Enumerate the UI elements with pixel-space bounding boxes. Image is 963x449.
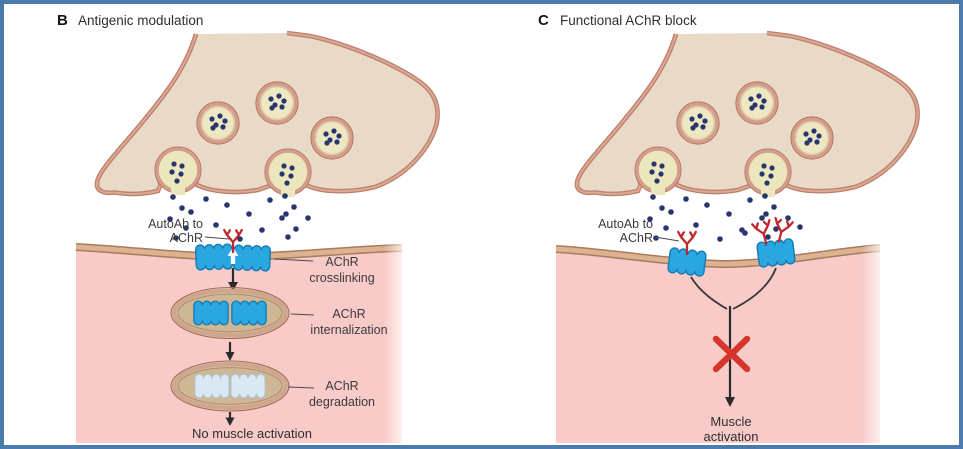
leader-line (654, 236, 680, 242)
achr-receptor (755, 237, 797, 269)
degradation-label-line1: AChR (325, 379, 358, 393)
endosome-internalization (170, 286, 290, 340)
leader-line (273, 258, 314, 262)
ach-dot-icon (797, 224, 803, 230)
panel-b-outcome-label: No muscle activation (192, 426, 312, 441)
panel-c-outcome-line2: activation (704, 429, 759, 444)
autoab-label-line1: AutoAb to (598, 217, 653, 231)
muscle-membrane-inner (555, 245, 881, 267)
nerve-terminal (97, 33, 438, 197)
panel-c-outcome-line1: Muscle (710, 414, 751, 429)
blocked-cross-icon (712, 335, 751, 373)
ach-release-dots (647, 193, 791, 242)
down-arrowhead (725, 397, 735, 407)
down-arrowhead (225, 417, 235, 426)
panel-c-letter: C (538, 12, 549, 29)
autoab-label-line1: AutoAb to (148, 217, 203, 231)
panel-b-letter: B (57, 12, 68, 29)
leader-line (287, 386, 315, 389)
down-arrowhead (228, 282, 238, 291)
leader-line (204, 236, 230, 240)
muscle-cell (76, 249, 402, 443)
down-arrowhead (225, 352, 235, 361)
muscle-cell (556, 250, 880, 443)
degradation-label-line2: degradation (309, 395, 375, 409)
internalization-label-line1: AChR (332, 307, 365, 321)
crosslinking-label-line1: AChR (325, 255, 358, 269)
autoab-label-line2: AChR (170, 231, 203, 245)
crosslinking-label-line2: crosslinking (309, 271, 374, 285)
panel-c-title: Functional AChR block (560, 13, 697, 28)
leader-line (290, 313, 315, 316)
panel-b: B Antigenic modulation AutoAb to AChR AC… (57, 12, 438, 444)
nerve-terminal (577, 33, 918, 197)
achr-receptor (232, 244, 272, 272)
endosome-degradation (170, 360, 290, 412)
edge-fade (862, 240, 888, 444)
edge-fade (384, 240, 410, 444)
ach-dot-icon (742, 230, 748, 236)
achr-receptor (194, 243, 234, 271)
signal-line (690, 276, 728, 310)
panel-b-title: Antigenic modulation (78, 13, 203, 28)
up-arrow-icon (227, 247, 239, 264)
signal-line (732, 267, 777, 310)
internalization-label-line2: internalization (310, 323, 387, 337)
autoab-label-line2: AChR (620, 231, 653, 245)
panel-c: C Functional AChR block AutoAb to AChR M… (538, 12, 918, 444)
